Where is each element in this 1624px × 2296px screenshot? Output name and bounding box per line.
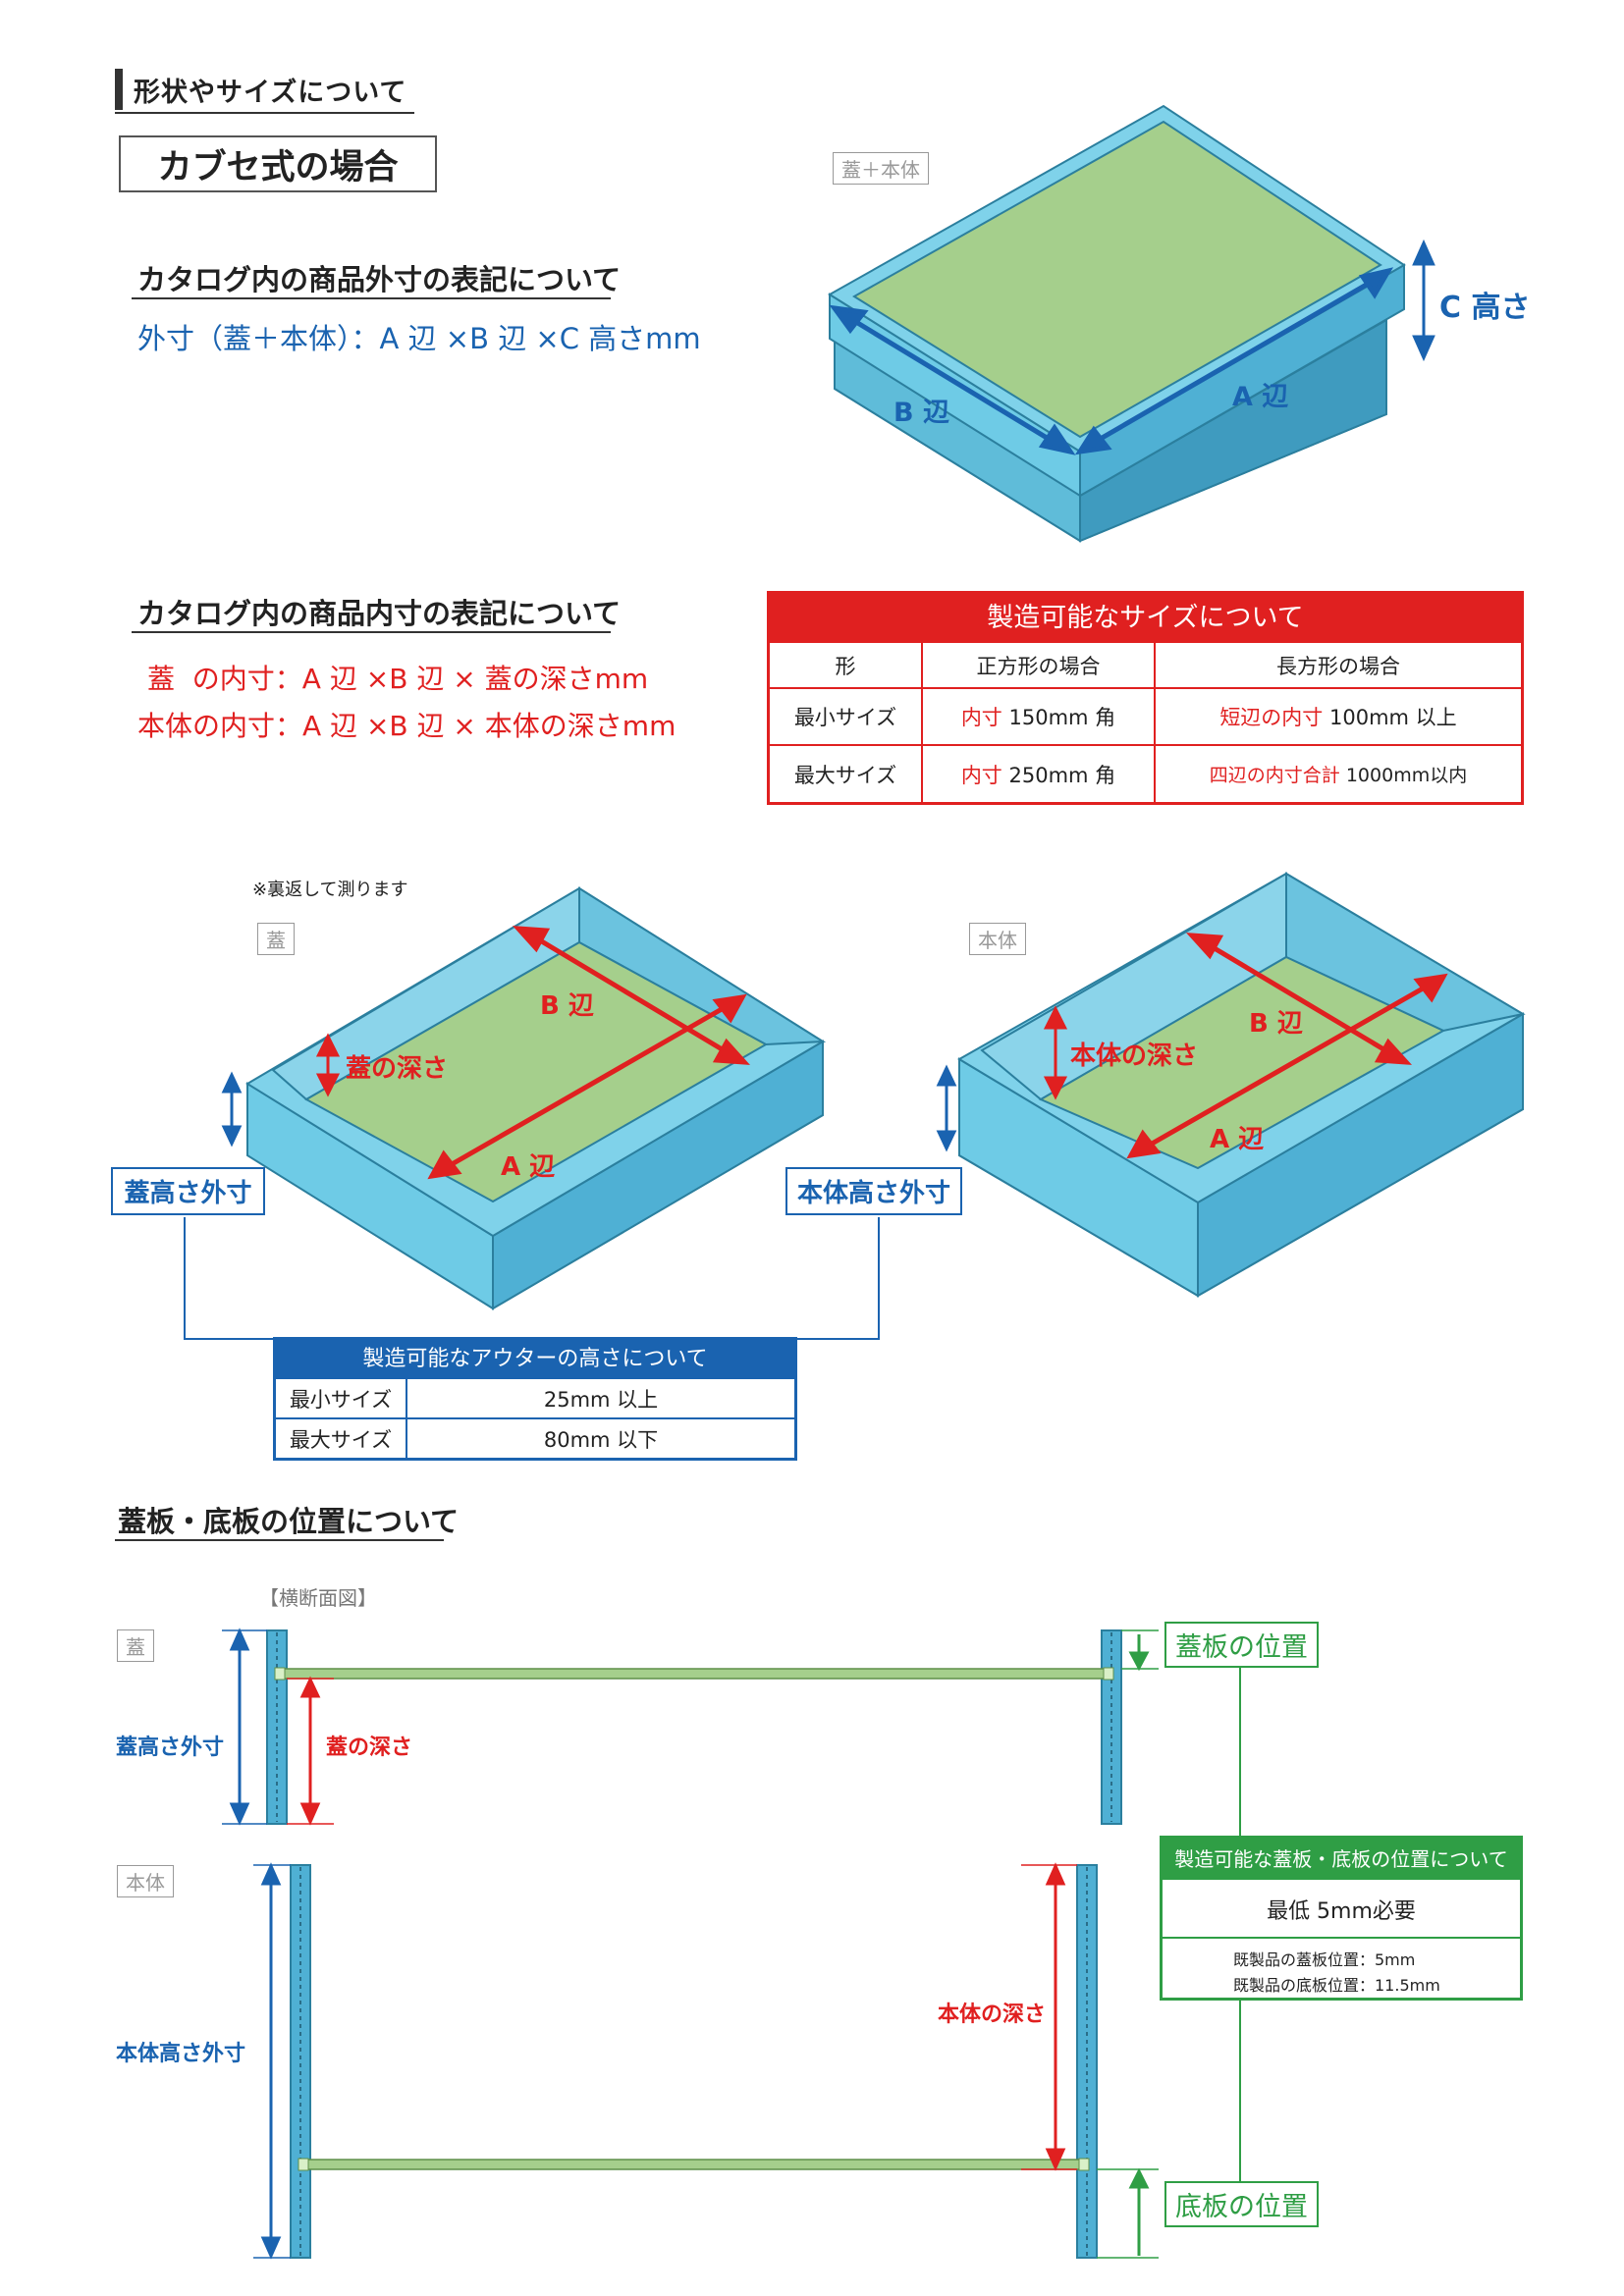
outer-formula: 外寸（蓋＋本体）：A 辺 ×B 辺 ×C 高さmm	[137, 322, 701, 355]
body-b-label: B 辺	[1249, 1009, 1303, 1039]
lid-box-label: 蓋	[257, 923, 295, 955]
lid-depth-label: 蓋の深さ	[346, 1054, 449, 1084]
inner-heading: カタログ内の商品内寸の表記について	[137, 597, 622, 630]
flip-note: ※裏返して測ります	[252, 880, 408, 900]
board-position-title: 製造可能な蓋板・底板の位置について	[1163, 1839, 1520, 1880]
lid-outer-height-arrow	[221, 1071, 243, 1148]
size-table-max-square-red: 内寸	[960, 763, 1002, 787]
section-header-bar	[115, 69, 123, 110]
size-table-min-square-red: 内寸	[960, 706, 1002, 729]
height-table-max-label: 最大サイズ	[276, 1418, 407, 1458]
size-table-header-shape: 形	[770, 643, 923, 689]
size-table-max-square-value: 250mm 角	[1001, 763, 1116, 787]
lid-box	[245, 886, 827, 1310]
size-table-min-label: 最小サイズ	[770, 688, 923, 746]
combined-box-arrows	[829, 239, 1435, 455]
height-connector	[184, 1217, 880, 1340]
size-table-min-rect: 短辺の内寸 100mm 以上	[1155, 688, 1521, 746]
section-header: 形状やサイズについて	[134, 78, 407, 108]
size-table-title: 製造可能なサイズについて	[770, 594, 1521, 643]
lid-board-text: 蓋板の位置	[1175, 1632, 1308, 1663]
position-heading: 蓋板・底板の位置について	[118, 1505, 460, 1538]
combined-box-label: 蓋＋本体	[833, 152, 929, 185]
height-table-min-value: 25mm 以上	[406, 1379, 794, 1419]
board-position-line2: 既製品の底板位置：11.5mm	[1233, 1976, 1440, 1995]
combined-a-label: A 辺	[1232, 382, 1289, 412]
bottom-board-label: 底板の位置	[1164, 2181, 1319, 2227]
size-table-min-rect-red: 短辺の内寸	[1219, 706, 1324, 729]
board-position-min: 最低 5mm必要	[1267, 1899, 1416, 1924]
height-table-title: 製造可能なアウターの高さについて	[276, 1340, 794, 1379]
size-table-max-rect: 四辺の内寸合計 1000mm以内	[1155, 745, 1521, 802]
lid-box-arrows	[315, 926, 751, 1180]
body-a-label: A 辺	[1210, 1125, 1265, 1154]
size-table-min-square: 内寸 150mm 角	[922, 688, 1156, 746]
size-table: 製造可能なサイズについて 形 正方形の場合 長方形の場合 最小サイズ 内寸 15…	[767, 591, 1524, 805]
height-table-max-value: 80mm 以下	[543, 1427, 659, 1452]
cs-lid-label: 蓋	[117, 1629, 154, 1662]
cross-section-arrows	[222, 1628, 1241, 2260]
kabuse-title: カブセ式の場合	[119, 135, 437, 192]
lid-outer-height-label: 蓋高さ外寸	[111, 1167, 265, 1215]
cs-lid-depth-label: 蓋の深さ	[326, 1735, 413, 1760]
body-outer-height-label: 本体高さ外寸	[785, 1167, 962, 1215]
size-table-header-square: 正方形の場合	[922, 643, 1156, 689]
body-box	[957, 872, 1526, 1298]
combined-b-label: B 辺	[893, 398, 949, 428]
body-box-label: 本体	[969, 923, 1026, 955]
bottom-board-text: 底板の位置	[1175, 2192, 1308, 2222]
size-table-max-rect-red: 四辺の内寸合計	[1209, 765, 1340, 786]
height-table: 製造可能なアウターの高さについて 最小サイズ 25mm 以上 最大サイズ 80m…	[273, 1337, 797, 1461]
board-position-divider	[1163, 1937, 1520, 1939]
lid-formula: 蓋 の内寸：A 辺 ×B 辺 × 蓋の深さmm	[147, 663, 649, 695]
size-table-min-rect-value: 100mm 以上	[1323, 706, 1457, 729]
position-heading-underline	[115, 1539, 444, 1541]
board-position-line1: 既製品の蓋板位置：5mm	[1233, 1950, 1416, 1969]
body-depth-label: 本体の深さ	[1070, 1041, 1199, 1071]
lid-b-label: B 辺	[540, 991, 594, 1021]
lid-board-label: 蓋板の位置	[1164, 1622, 1319, 1668]
outer-heading-underline	[132, 297, 611, 299]
outer-heading: カタログ内の商品外寸の表記について	[137, 263, 622, 296]
cs-body-label: 本体	[117, 1865, 174, 1897]
cs-body-depth-label: 本体の深さ	[938, 2002, 1047, 2027]
cs-body-outer-label: 本体高さ外寸	[116, 2042, 246, 2066]
cs-lid-outer-label: 蓋高さ外寸	[116, 1735, 225, 1760]
cross-section	[266, 1629, 1122, 2259]
height-table-min-label: 最小サイズ	[276, 1379, 407, 1419]
combined-c-label: C 高さ	[1439, 291, 1531, 325]
section-header-underline	[115, 112, 414, 114]
size-table-max-square: 内寸 250mm 角	[922, 745, 1156, 802]
lid-outer-height-text: 蓋高さ外寸	[124, 1179, 252, 1208]
kabuse-title-text: カブセ式の場合	[157, 147, 399, 187]
size-table-max-rect-value: 1000mm以内	[1339, 765, 1468, 786]
size-table-max-label: 最大サイズ	[770, 745, 923, 802]
cross-section-label: 【横断面図】	[259, 1586, 377, 1610]
body-outer-height-arrow	[936, 1064, 957, 1152]
lid-a-label: A 辺	[501, 1152, 556, 1182]
combined-box	[828, 104, 1406, 543]
body-box-arrows	[1043, 933, 1448, 1159]
size-table-min-square-value: 150mm 角	[1001, 706, 1116, 729]
board-position-box: 製造可能な蓋板・底板の位置について 最低 5mm必要 既製品の蓋板位置：5mm …	[1160, 1836, 1523, 2001]
body-outer-height-text: 本体高さ外寸	[796, 1179, 950, 1208]
body-formula: 本体の内寸：A 辺 ×B 辺 × 本体の深さmm	[137, 710, 677, 742]
inner-heading-underline	[132, 631, 611, 633]
size-table-header-rect: 長方形の場合	[1155, 643, 1521, 689]
